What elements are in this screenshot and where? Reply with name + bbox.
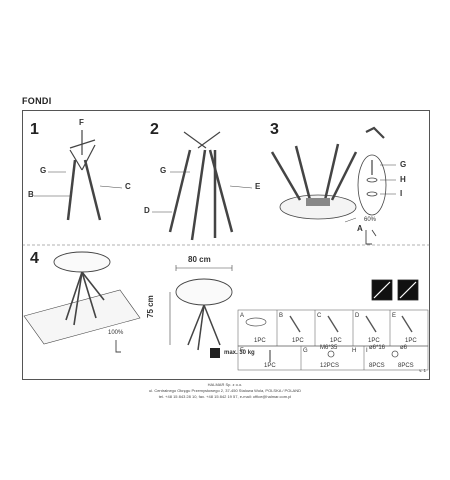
step1-label-f: F bbox=[79, 118, 84, 127]
company-name: HALMAR Sp. z o.o. bbox=[207, 382, 243, 387]
part-b-qty: 1PC bbox=[292, 338, 304, 344]
company-address: ul. Centralnego Okręgu Przemysłowego 2, … bbox=[148, 388, 301, 393]
version: v. 1 bbox=[419, 368, 426, 373]
step3-label-a: A bbox=[357, 224, 363, 233]
part-h-qty: 8PCS bbox=[369, 363, 385, 369]
part-d-letter: D bbox=[355, 313, 360, 319]
part-g-letter: G bbox=[303, 348, 308, 354]
part-f-qty: 1PC bbox=[264, 363, 276, 369]
part-a-qty: 1PC bbox=[254, 338, 266, 344]
step3-label-g: G bbox=[400, 160, 407, 169]
part-e-qty: 1PC bbox=[405, 338, 417, 344]
step3-drawing bbox=[270, 126, 396, 245]
parts-table bbox=[237, 309, 429, 371]
step3-label-h: H bbox=[400, 175, 406, 184]
part-g-qty: 12PCS bbox=[320, 363, 340, 369]
warning-icons bbox=[371, 279, 419, 301]
step3-label-i: I bbox=[400, 189, 403, 198]
part-d-qty: 1PC bbox=[368, 338, 380, 344]
part-e-letter: E bbox=[392, 313, 397, 319]
part-g-spec: M6*35 bbox=[320, 345, 338, 351]
step3-angle: 60% bbox=[364, 217, 377, 223]
dimensions-drawing bbox=[169, 265, 233, 358]
step2-drawing bbox=[152, 131, 253, 241]
part-a-letter: A bbox=[240, 313, 245, 319]
step1-label-b: B bbox=[28, 190, 34, 199]
step-1-number: 1 bbox=[30, 121, 39, 138]
step2-label-g: G bbox=[160, 166, 167, 175]
step2-label-e: E bbox=[255, 182, 261, 191]
max-load-value: max. 30 bbox=[224, 350, 247, 356]
dimension-height: 75 cm bbox=[146, 295, 155, 318]
step-2-number: 2 bbox=[150, 121, 159, 138]
step-4-number: 4 bbox=[30, 250, 39, 267]
dimension-width: 80 cm bbox=[188, 255, 211, 264]
part-h-letter: H bbox=[352, 348, 357, 354]
step4-tighten: 100% bbox=[108, 330, 124, 336]
product-title: FONDI bbox=[22, 96, 52, 106]
part-i-spec: ø6 bbox=[400, 345, 408, 351]
part-c-qty: 1PC bbox=[330, 338, 342, 344]
step-3-number: 3 bbox=[270, 121, 279, 138]
max-load: max. 30 kg bbox=[224, 350, 255, 356]
part-b-letter: B bbox=[279, 313, 284, 319]
step4-drawing bbox=[23, 251, 141, 353]
part-i-qty: 8PCS bbox=[398, 363, 414, 369]
max-load-unit: kg bbox=[247, 350, 255, 356]
step1-label-c: C bbox=[125, 182, 131, 191]
step2-label-d: D bbox=[144, 206, 150, 215]
part-c-letter: C bbox=[317, 313, 322, 319]
part-h-spec: ø6*16 bbox=[369, 345, 386, 351]
step1-label-g: G bbox=[40, 166, 47, 175]
part-i-letter: I bbox=[366, 348, 368, 354]
step1-drawing bbox=[34, 130, 123, 221]
part-f-letter: F bbox=[240, 348, 244, 354]
company-contact: tel. +48 15 843 28 10, fax. +48 15 842 1… bbox=[158, 394, 292, 399]
